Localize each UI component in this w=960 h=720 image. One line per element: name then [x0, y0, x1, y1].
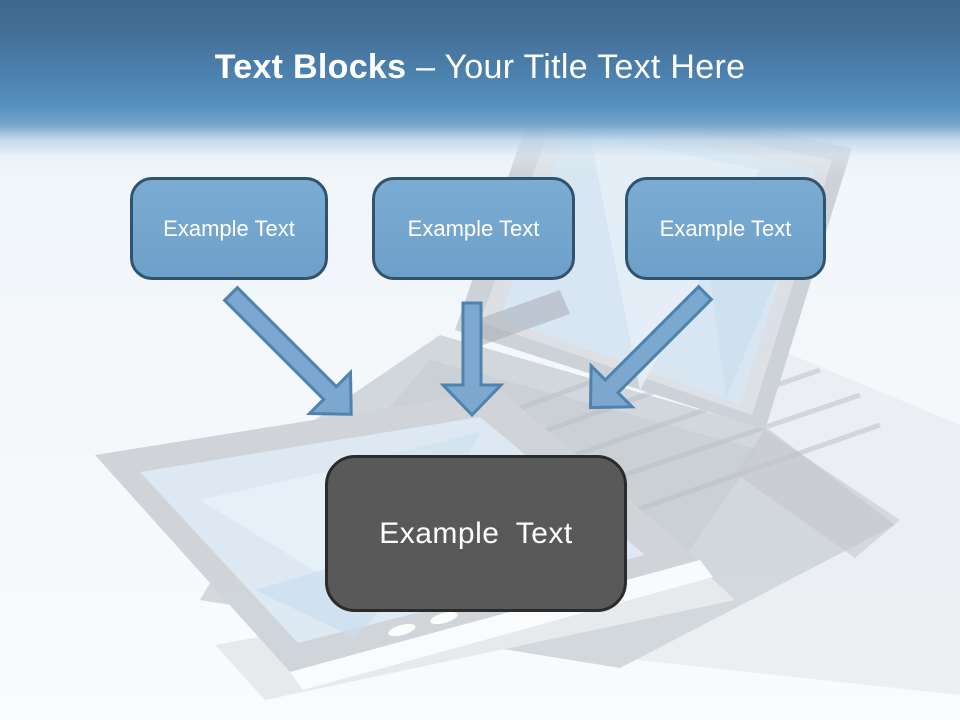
text-block-2-label: Example Text	[407, 215, 540, 241]
text-block-3: Example Text	[625, 177, 826, 280]
title-banner	[0, 0, 960, 178]
text-block-2: Example Text	[372, 177, 575, 280]
text-block-1: Example Text	[130, 177, 328, 280]
laptop-edge-shape	[735, 430, 900, 558]
slide-title-regular: – Your Title Text Here	[416, 48, 746, 86]
text-block-1-label: Example Text	[163, 215, 295, 241]
result-block-label: Example Text	[379, 516, 573, 550]
slide-title: Text Blocks – Your Title Text Here	[0, 47, 960, 87]
slide-title-bold: Text Blocks	[214, 48, 407, 86]
text-block-3-label: Example Text	[659, 215, 792, 241]
result-block: Example Text	[325, 455, 627, 612]
